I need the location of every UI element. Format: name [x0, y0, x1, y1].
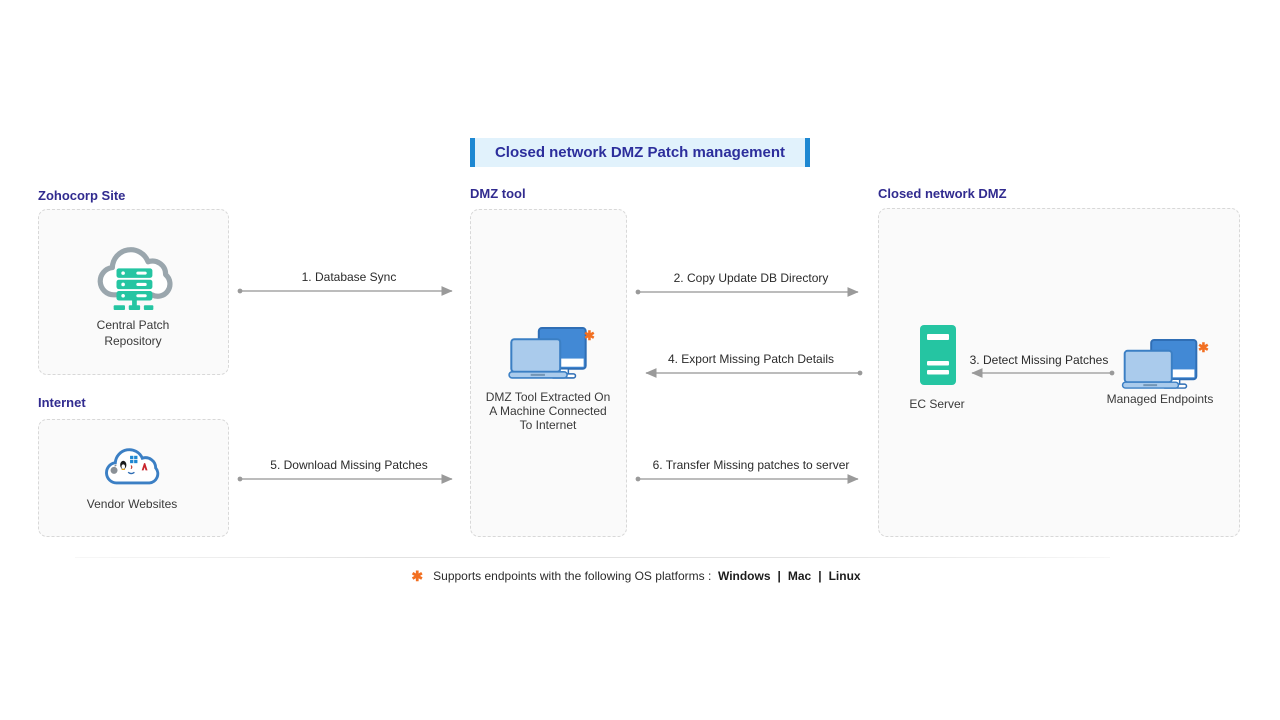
managed-endpoints-label: Managed Endpoints — [1106, 392, 1214, 406]
os-note-text: Supports endpoints with the following OS… — [433, 569, 712, 583]
diagram-title-banner: Closed network DMZ Patch management — [470, 138, 810, 167]
apple-logo — [110, 464, 118, 474]
dmz-tool-line1: DMZ Tool Extracted On — [485, 390, 611, 404]
diagram-title: Closed network DMZ Patch management — [494, 144, 786, 161]
asterisk-icon: ✱ — [1198, 340, 1209, 355]
server-tower-icon — [919, 324, 957, 391]
vendor-websites-label: Vendor Websites — [86, 497, 178, 511]
dmz-tool-line3: To Internet — [519, 418, 577, 432]
laptop-monitor-icon — [1121, 339, 1201, 397]
dmz-tool-line2: A Machine Connected — [489, 404, 607, 418]
cloud-server-icon — [91, 237, 176, 318]
central-patch-line1: Central Patch — [96, 318, 170, 332]
central-patch-repository-label: Central Patch Repository — [97, 317, 170, 349]
arrow-label-3: 3. Detect Missing Patches — [969, 353, 1109, 367]
os-windows: Windows — [717, 569, 771, 583]
vendor-cloud-icon — [99, 442, 165, 494]
linux-logo — [120, 460, 127, 471]
arrow-label-1: 1. Database Sync — [301, 270, 397, 284]
arrow-label-2: 2. Copy Update DB Directory — [673, 271, 829, 285]
separator: | — [777, 569, 781, 583]
os-support-note: ✱ Supports endpoints with the following O… — [0, 568, 1272, 585]
separator: | — [818, 569, 822, 583]
central-patch-line2: Repository — [104, 334, 162, 348]
section-label-closed-network-dmz: Closed network DMZ — [878, 186, 1007, 201]
java-logo — [127, 465, 135, 475]
ec-server-label: EC Server — [909, 397, 965, 411]
arrow-label-6: 6. Transfer Missing patches to server — [652, 458, 850, 472]
arrow-label-4: 4. Export Missing Patch Details — [667, 352, 835, 366]
os-mac: Mac — [787, 569, 812, 583]
adobe-logo — [141, 463, 148, 471]
asterisk-icon: ✱ — [411, 568, 424, 584]
windows-logo — [130, 455, 138, 464]
section-label-internet: Internet — [38, 395, 86, 410]
os-linux: Linux — [828, 569, 861, 583]
section-label-dmz-tool: DMZ tool — [470, 186, 526, 201]
divider — [75, 557, 1110, 558]
asterisk-icon: ✱ — [584, 328, 595, 343]
laptop-monitor-icon — [508, 327, 590, 387]
arrow-label-5: 5. Download Missing Patches — [270, 458, 428, 472]
section-label-zohocorp-site: Zohocorp Site — [38, 188, 126, 203]
dmz-tool-machine-label: DMZ Tool Extracted On A Machine Connecte… — [486, 390, 611, 432]
